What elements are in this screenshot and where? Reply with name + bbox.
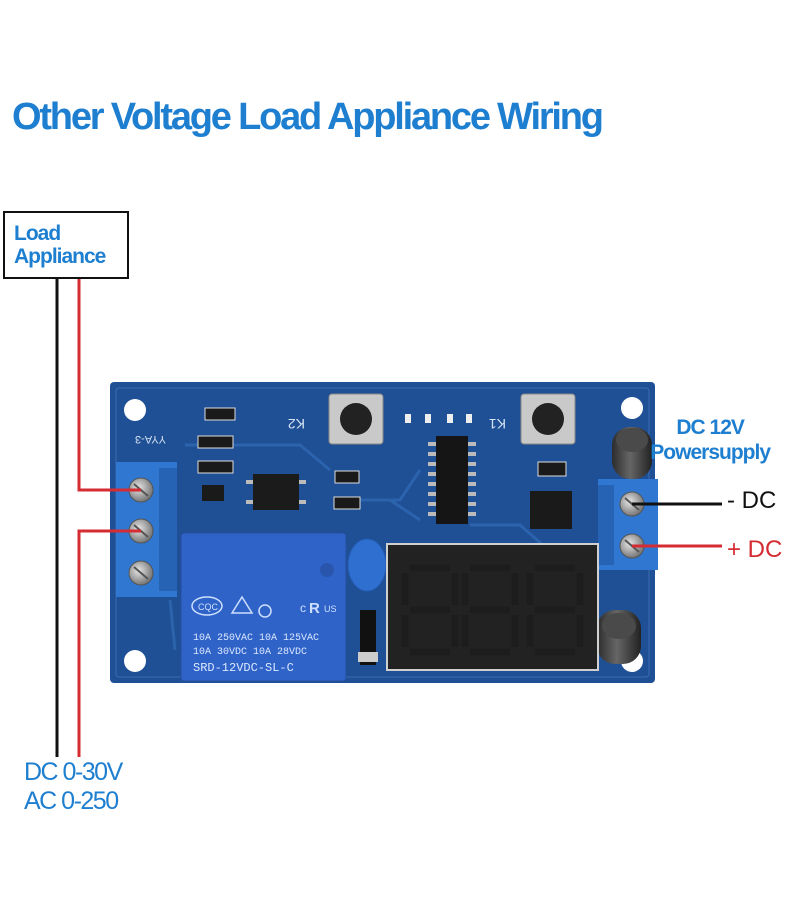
load-appliance-box — [3, 211, 129, 279]
power-wires — [632, 502, 722, 548]
voltage-regulator-chip — [530, 491, 572, 529]
range-line2: AC 0-250 — [24, 787, 119, 815]
display-digit-3 — [526, 564, 584, 656]
power-supply-label: DC 12V Powersupply — [650, 415, 771, 465]
led-display — [386, 543, 599, 671]
mount-hole-icon — [124, 399, 146, 421]
push-button-k2 — [328, 393, 384, 445]
page-title: Other Voltage Load Appliance Wiring — [12, 96, 604, 138]
microcontroller-chip — [428, 436, 476, 524]
negative-dc-label: - DC — [727, 487, 777, 514]
display-digit-2 — [461, 564, 519, 656]
svg-text:CQC: CQC — [198, 602, 219, 612]
push-button-k1 — [520, 393, 576, 445]
board-model-label: YYA-3 — [135, 433, 166, 445]
load-wires — [55, 279, 141, 757]
svg-text:c: c — [300, 601, 306, 615]
load-appliance-label: Load Appliance — [14, 222, 106, 268]
relay-rating-line2: 10A 30VDC 10A 28VDC — [193, 647, 307, 658]
relay-model-label: SRD-12VDC-SL-C — [193, 661, 294, 675]
mount-hole-icon — [124, 650, 146, 672]
optocoupler-chip — [246, 474, 306, 510]
power-label-line1: DC 12V — [676, 416, 745, 439]
load-voltage-range: DC 0-30V AC 0-250 — [24, 758, 123, 816]
power-terminal-block — [598, 479, 658, 570]
display-digit-1 — [401, 564, 459, 656]
load-terminal-block — [116, 462, 177, 597]
power-label-line2: Powersupply — [650, 441, 771, 464]
k1-label: K1 — [489, 416, 506, 432]
electrolytic-capacitor — [597, 427, 652, 664]
positive-dc-label: + DC — [727, 536, 783, 563]
k2-label: K2 — [288, 416, 305, 432]
range-line1: DC 0-30V — [24, 758, 123, 786]
relay-module: CQC c R US 10A 250VAC 10A 125VAC 10A 30V… — [180, 532, 347, 682]
relay-rating-line1: 10A 250VAC 10A 125VAC — [193, 633, 319, 644]
svg-text:US: US — [324, 604, 337, 614]
load-label-line2: Appliance — [14, 245, 106, 268]
smd-components — [197, 407, 567, 510]
load-label-line1: Load — [14, 222, 61, 245]
mount-hole-icon — [621, 397, 643, 419]
svg-text:R: R — [309, 600, 320, 617]
